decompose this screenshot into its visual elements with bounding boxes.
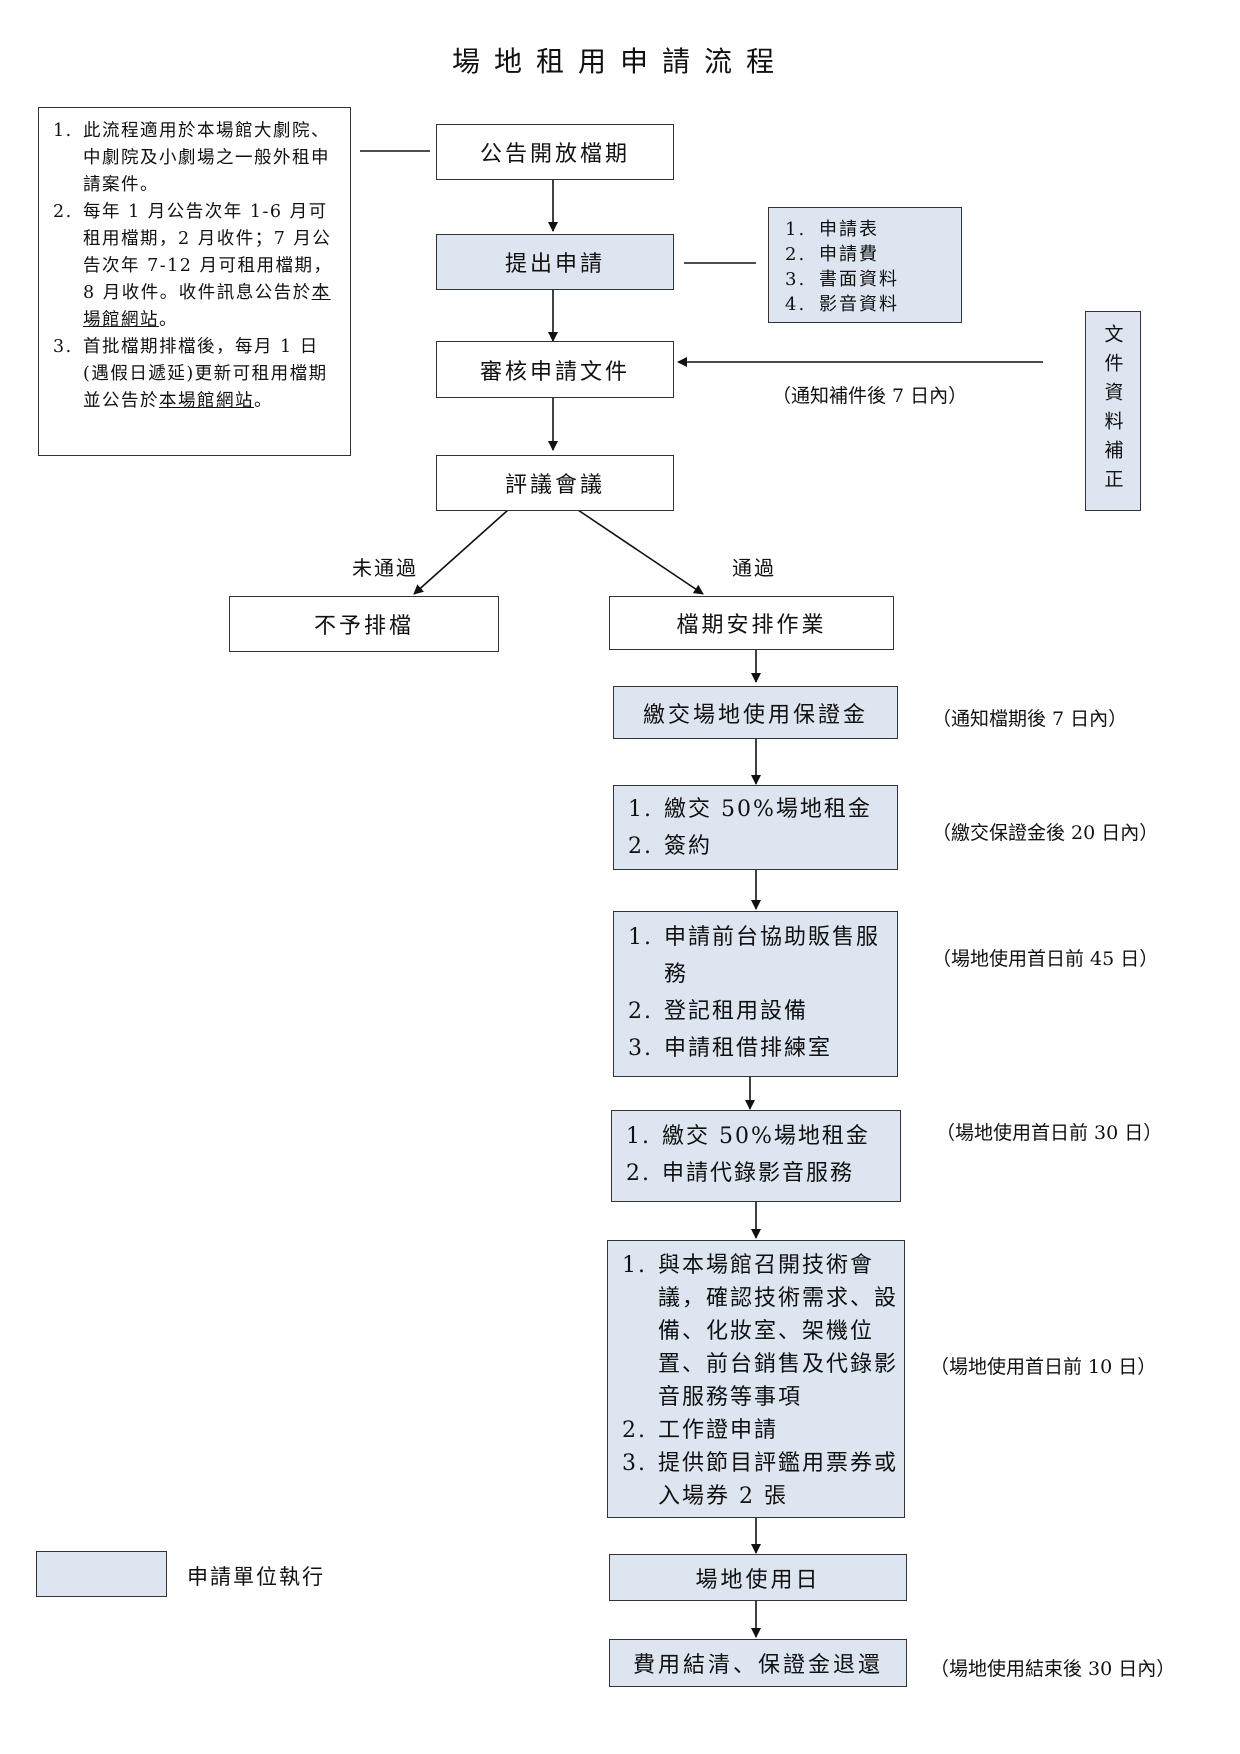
- step-frontdesk: 1.申請前台協助販售服務 2.登記租用設備 3.申請租借排練室: [613, 911, 898, 1077]
- step-apply: 提出申請: [436, 234, 674, 290]
- doc-item: 4.影音資料: [785, 294, 899, 315]
- not-passed-label: 未通過: [352, 556, 418, 580]
- step-review: 審核申請文件: [436, 341, 674, 398]
- step-item: 1.申請前台協助販售服務: [628, 925, 881, 987]
- step-item: 2.申請代錄影音服務: [626, 1161, 855, 1186]
- step-item: 1.繳交 50%場地租金: [628, 797, 872, 822]
- note-item-1: 1.此流程適用於本場館大劇院、中劇院及小劇場之一般外租申請案件。: [53, 121, 330, 195]
- doc-correction-label: 文件資料補正: [1101, 324, 1124, 498]
- step-technical: 1.與本場館召開技術會議，確認技術需求、設備、化妝室、架機位置、前台銷售及代錄影…: [607, 1240, 905, 1518]
- arrow-meeting-schedule: [577, 509, 704, 595]
- step-item: 2.簽約: [628, 834, 713, 859]
- step-pay50-record: 1.繳交 50%場地租金 2.申請代錄影音服務: [611, 1110, 901, 1202]
- step-meeting: 評議會議: [436, 455, 674, 511]
- step-schedule: 檔期安排作業: [609, 596, 894, 650]
- doc-item: 1.申請表: [785, 219, 879, 240]
- website-link[interactable]: 本場館網站: [83, 283, 331, 330]
- step-item: 2.登記租用設備: [628, 999, 809, 1024]
- step-item: 3.申請租借排練室: [628, 1036, 833, 1061]
- doc-item: 3.書面資料: [785, 269, 899, 290]
- step-item: 1.與本場館召開技術會議，確認技術需求、設備、化妝室、架機位置、前台銷售及代錄影…: [622, 1253, 899, 1410]
- legend-swatch: [36, 1551, 167, 1597]
- apply-docs-box: 1.申請表 2.申請費 3.書面資料 4.影音資料: [768, 207, 962, 323]
- doc-item: 2.申請費: [785, 244, 879, 265]
- deposit-deadline-note: （通知檔期後 7 日內）: [932, 708, 1128, 730]
- step-settle: 費用結清、保證金退還: [609, 1639, 907, 1687]
- frontdesk-deadline-note: （場地使用首日前 45 日）: [932, 948, 1159, 970]
- legend-label: 申請單位執行: [187, 1565, 325, 1589]
- step-item: 2.工作證申請: [622, 1418, 779, 1443]
- doc-correction-box: 文件資料補正: [1085, 311, 1141, 511]
- note-item-2: 2.每年 1 月公告次年 1-6 月可租用檔期，2 月收件；7 月公告次年 7-…: [53, 202, 333, 330]
- step-announce: 公告開放檔期: [436, 124, 674, 180]
- page-title: 場地租用申請流程: [451, 45, 788, 78]
- passed-label: 通過: [732, 556, 776, 580]
- technical-deadline-note: （場地使用首日前 10 日）: [930, 1356, 1157, 1378]
- website-link[interactable]: 本場館網站: [159, 391, 254, 411]
- step-item: 3.提供節目評鑑用票券或入場券 2 張: [622, 1451, 899, 1509]
- pay50-deadline-note: （繳交保證金後 20 日內）: [932, 822, 1159, 844]
- step-reject: 不予排檔: [229, 596, 499, 652]
- record-deadline-note: （場地使用首日前 30 日）: [936, 1122, 1163, 1144]
- step-pay50-sign: 1.繳交 50%場地租金 2.簽約: [613, 785, 898, 870]
- settle-deadline-note: （場地使用結束後 30 日內）: [930, 1658, 1176, 1680]
- step-deposit: 繳交場地使用保證金: [613, 686, 898, 739]
- notify-supplement-note: （通知補件後 7 日內）: [772, 385, 968, 407]
- step-item: 1.繳交 50%場地租金: [626, 1124, 870, 1149]
- notes-box: 1.此流程適用於本場館大劇院、中劇院及小劇場之一般外租申請案件。 2.每年 1 …: [38, 107, 351, 456]
- note-item-3: 3.首批檔期排檔後，每月 1 日(遇假日遞延)更新可租用檔期並公告於本場館網站。: [53, 337, 328, 411]
- step-useday: 場地使用日: [609, 1554, 907, 1601]
- arrow-meeting-reject: [413, 509, 509, 595]
